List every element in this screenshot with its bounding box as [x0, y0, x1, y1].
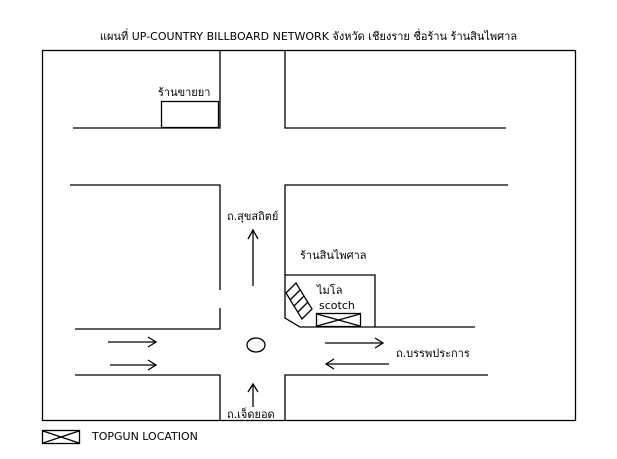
arrow-right-upper — [374, 337, 385, 349]
crossed-box-icon — [41, 429, 81, 445]
legend-label: TOPGUN LOCATION — [92, 430, 198, 443]
arrow-north — [247, 228, 259, 240]
label-pharmacy: ร้านขายยา — [158, 86, 211, 99]
arrow-left-lower — [147, 359, 158, 371]
label-road-south: ถ.เจ็ดยอด — [227, 408, 275, 421]
milo-sign — [285, 281, 313, 321]
arrow-right-lower — [324, 358, 335, 370]
pharmacy-box — [160, 100, 220, 129]
label-road-north: ถ.สุขสถิตย์ — [227, 210, 279, 223]
block-lower-right — [284, 374, 488, 420]
label-road-east: ถ.บรรพประการ — [396, 347, 470, 360]
arrow-south-road — [247, 382, 259, 393]
block-top-right — [284, 51, 506, 129]
label-store: ร้านสินไพศาล — [300, 249, 367, 262]
block-bottom-left — [75, 308, 221, 330]
label-milo: ไมโล — [317, 284, 343, 297]
block-lower-left — [75, 374, 221, 420]
label-scotch: scotch — [319, 299, 355, 312]
arrow-left-upper — [147, 336, 158, 348]
scotch-billboard-icon — [315, 312, 362, 328]
block-middle-left — [70, 184, 221, 290]
store-building — [285, 274, 376, 327]
block-top-left — [73, 51, 221, 129]
roundabout — [246, 337, 266, 353]
map-frame — [41, 49, 577, 422]
map-title: แผนที่ UP-COUNTRY BILLBOARD NETWORK จังห… — [99, 30, 518, 43]
